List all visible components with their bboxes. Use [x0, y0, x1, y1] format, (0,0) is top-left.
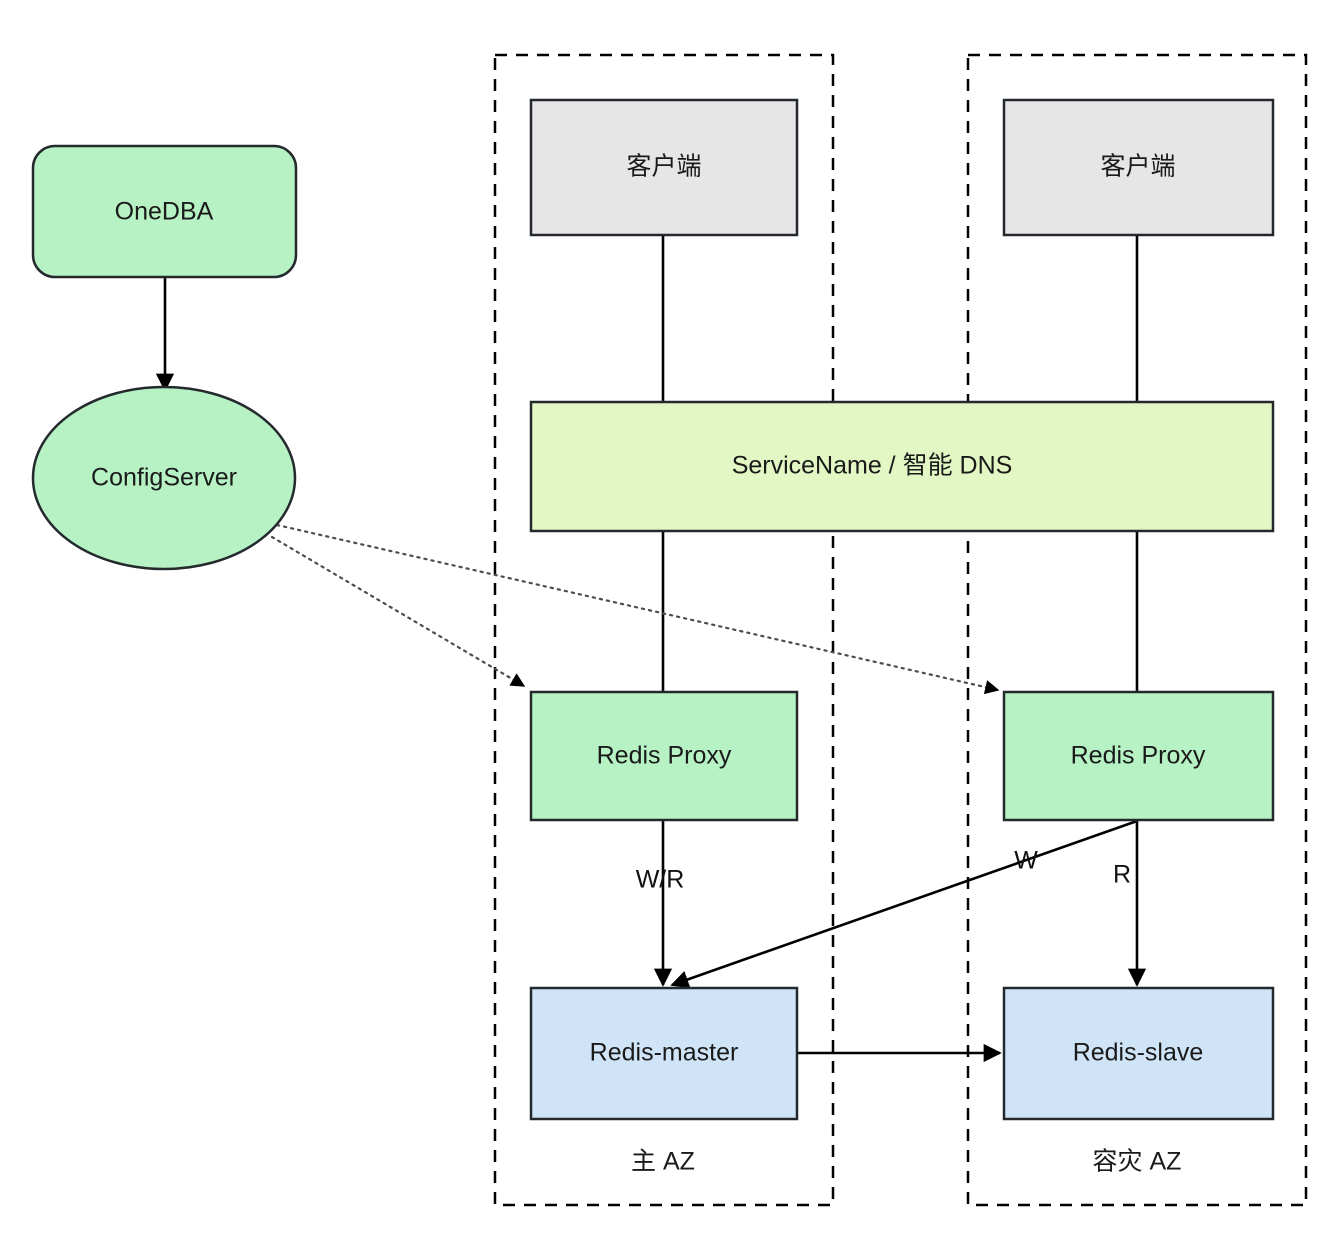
client-dr-label: 客户端: [1100, 153, 1175, 181]
configserver-label: ConfigServer: [91, 464, 237, 492]
dr-az-label: 容灾 AZ: [1093, 1148, 1182, 1176]
node-client-dr[interactable]: 客户端: [1002, 98, 1275, 237]
proxy-primary-shape: [529, 690, 799, 822]
proxy-primary-label: Redis Proxy: [597, 742, 732, 770]
dns-label: ServiceName / 智能 DNS: [732, 452, 1013, 480]
edge-configserver-to-proxy-primary: [270, 535, 526, 688]
client-dr-shape: [1002, 98, 1275, 237]
zone-primary-az: 主 AZ: [493, 53, 835, 1207]
dr-az-border: [966, 53, 1308, 1207]
primary-az-border: [493, 53, 835, 1207]
dns-shape: [529, 400, 1275, 533]
primary-az-label: 主 AZ: [631, 1148, 695, 1176]
onedba-shape: [31, 144, 298, 279]
redis-master-shape: [529, 986, 799, 1121]
redis-slave-shape: [1002, 986, 1275, 1121]
edge-label-r: R: [1113, 861, 1131, 889]
node-redis-master[interactable]: Redis-master: [529, 986, 799, 1121]
node-configserver[interactable]: ConfigServer: [31, 385, 297, 571]
node-client-primary[interactable]: 客户端: [529, 98, 799, 237]
edge-label-w-r: W/R: [636, 866, 685, 894]
client-primary-label: 客户端: [626, 153, 701, 181]
proxy-dr-shape: [1002, 690, 1275, 822]
edge-label-w: W: [1014, 847, 1038, 875]
node-redis-slave[interactable]: Redis-slave: [1002, 986, 1275, 1121]
client-primary-shape: [529, 98, 799, 237]
proxy-dr-label: Redis Proxy: [1071, 742, 1206, 770]
zone-dr-az: 容灾 AZ: [966, 53, 1308, 1207]
node-proxy-primary[interactable]: Redis Proxy: [529, 690, 799, 822]
onedba-label: OneDBA: [115, 198, 214, 226]
node-dns[interactable]: ServiceName / 智能 DNS: [529, 400, 1275, 533]
redis-master-label: Redis-master: [590, 1039, 739, 1067]
node-proxy-dr[interactable]: Redis Proxy: [1002, 690, 1275, 822]
edge-configserver-to-proxy-dr: [275, 523, 1000, 695]
redis-slave-label: Redis-slave: [1073, 1039, 1204, 1067]
edge-proxy-dr-to-master: [670, 819, 1138, 989]
configserver-shape: [31, 385, 297, 571]
node-onedba[interactable]: OneDBA: [31, 144, 298, 279]
